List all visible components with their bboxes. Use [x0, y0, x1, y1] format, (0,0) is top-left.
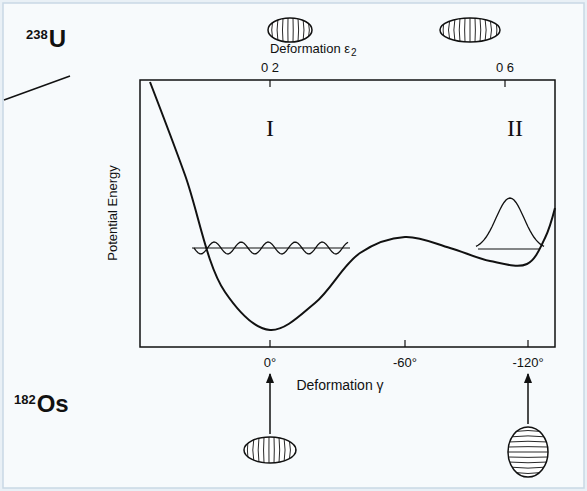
energy-level [192, 247, 350, 248]
nucleus-shape [508, 427, 548, 477]
well-label: I [266, 116, 274, 140]
wave-function [476, 198, 544, 246]
subscript: 2 [351, 48, 357, 58]
energy-level [478, 248, 540, 249]
wave-function [194, 242, 348, 254]
tick-label: -120° [512, 356, 543, 369]
element-symbol: U [49, 27, 66, 51]
tick-label: 0° [264, 356, 276, 369]
pointer-arrow [527, 374, 529, 424]
tick [527, 340, 528, 347]
axis-title: Potential Energy [106, 165, 119, 260]
nucleus-shape [440, 18, 500, 42]
element-symbol: Os [37, 392, 69, 416]
axis-title: Deformation γ [296, 378, 383, 392]
axis-title: Deformation ε [270, 42, 350, 55]
mass-number: 238 [26, 28, 48, 41]
tick-label: -60° [393, 356, 417, 369]
nucleus-shape [268, 18, 312, 42]
tick-label: 0 2 [261, 61, 279, 74]
well-label: II [507, 116, 523, 140]
tick [504, 80, 505, 87]
pointer-arrow [269, 374, 271, 434]
tick [404, 340, 405, 347]
mass-number: 182 [14, 393, 36, 406]
nucleus-shape [244, 437, 296, 463]
tick [269, 340, 270, 347]
plot-frame [140, 80, 555, 347]
tick-label: 0 6 [496, 61, 514, 74]
potential-curve [150, 82, 555, 330]
panel [3, 3, 584, 488]
leader-line [4, 76, 70, 100]
tick [269, 80, 270, 87]
